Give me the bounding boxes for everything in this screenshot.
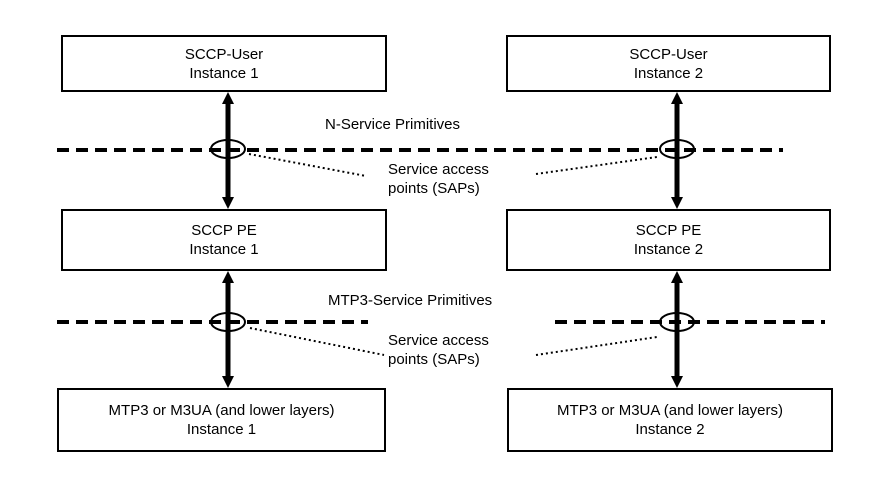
box-label-line: Instance 1: [186, 421, 257, 438]
box-label-line: Instance 1: [189, 241, 259, 258]
label-sap-bottom: Service access points (SAPs): [388, 331, 489, 369]
box-label-line: SCCP PE: [635, 222, 702, 239]
sap-ellipse-icon-bottom-right: [659, 312, 695, 332]
box-label-line: MTP3 or M3UA (and lower layers): [557, 402, 783, 419]
double-headed-arrow-icon-sccppe1-mtp31: [222, 271, 234, 388]
label-sap-top: Service access points (SAPs): [388, 160, 489, 198]
box-sccp-user-instance-1: SCCP-User Instance 1: [61, 35, 387, 92]
sap-ellipse-icon-top-left: [210, 139, 246, 159]
sap-ellipse-icon-bottom-left: [210, 312, 246, 332]
box-label-line: SCCP-User: [184, 45, 264, 63]
double-headed-arrow-icon-sccpuser1-sccppe1: [222, 92, 234, 209]
box-sccp-pe-instance-1: SCCP PE Instance 1: [61, 209, 387, 271]
dotted-leader-line-top-right: [535, 156, 658, 175]
label-sap-bottom-line1: Service access: [388, 332, 489, 349]
sap-ellipse-icon-top-right: [659, 139, 695, 159]
label-sap-top-line1: Service access: [388, 161, 489, 178]
double-headed-arrow-icon-sccppe2-mtp32: [671, 271, 683, 388]
label-n-service-primitives: N-Service Primitives: [325, 116, 461, 133]
label-mtp3-service-primitives: MTP3-Service Primitives: [328, 292, 493, 309]
box-label-line: SCCP-User: [629, 45, 708, 63]
double-headed-arrow-icon-sccpuser2-sccppe2: [671, 92, 683, 209]
box-label-line: Instance 2: [633, 241, 704, 258]
box-mtp3-instance-1: MTP3 or M3UA (and lower layers) Instance…: [57, 388, 386, 452]
box-sccp-user-instance-2: SCCP-User Instance 2: [506, 35, 831, 92]
box-mtp3-instance-2: MTP3 or M3UA (and lower layers) Instance…: [507, 388, 833, 452]
label-sap-bottom-line2: points (SAPs): [388, 351, 480, 368]
box-sccp-pe-instance-2: SCCP PE Instance 2: [506, 209, 831, 271]
dotted-leader-line-bottom-right: [535, 336, 658, 356]
dotted-leader-line-bottom-left: [249, 327, 385, 356]
dotted-leader-line-top-left: [248, 153, 367, 177]
box-label-line: Instance 2: [633, 64, 704, 82]
box-label-line: SCCP PE: [191, 222, 257, 239]
box-label-line: Instance 2: [635, 421, 705, 438]
label-sap-top-line2: points (SAPs): [388, 180, 480, 197]
box-label-line: MTP3 or M3UA (and lower layers): [108, 402, 335, 419]
box-label-line: Instance 1: [189, 64, 259, 82]
